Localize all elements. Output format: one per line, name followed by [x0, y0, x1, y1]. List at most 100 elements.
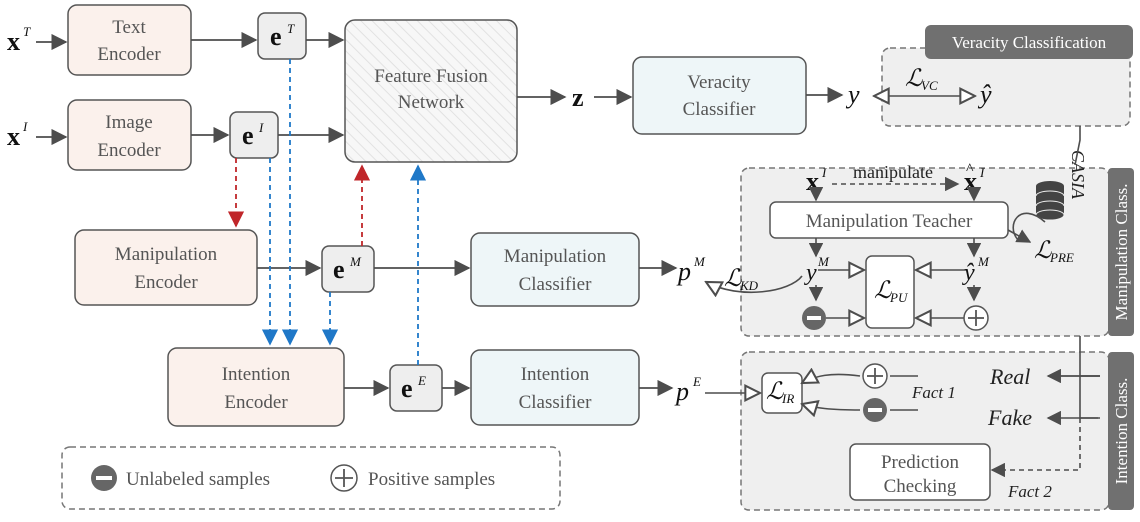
input-image-xI: x I — [7, 119, 28, 151]
loss-ir-block: ℒ IR — [761, 372, 803, 414]
loss-pu-sub: PU — [889, 290, 909, 305]
input-xI-symbol: x — [7, 122, 20, 151]
intention-panel-title: Intention Class. — [1112, 378, 1131, 485]
loss-pu-symbol: ℒ — [874, 278, 892, 304]
feature-fusion-line2: Network — [398, 92, 465, 113]
embedding-eE-box: e E — [389, 364, 443, 412]
p-m-symbol: p — [676, 257, 691, 286]
manip-xhat-sup: I — [979, 165, 985, 180]
input-xI-sup: I — [22, 119, 28, 134]
manipulation-encoder-block: Manipulation Encoder — [74, 229, 258, 306]
loss-pre-sub: PRE — [1049, 250, 1074, 265]
manipulation-panel-title: Manipulation Class. — [1112, 184, 1131, 321]
veracity-panel-title: Veracity Classification — [952, 33, 1107, 52]
prediction-checking-block: Prediction Checking — [849, 443, 991, 501]
p-e-sup: E — [692, 374, 701, 389]
intention-panel: Intention Class. — [740, 351, 1134, 511]
manipulation-teacher-label: Manipulation Teacher — [806, 211, 973, 232]
veracity-panel: Veracity Classification — [881, 25, 1133, 127]
loss-pre-symbol: ℒ — [1034, 238, 1052, 264]
manip-xI-sup: I — [821, 165, 827, 180]
loss-ir-sub: IR — [781, 391, 794, 406]
embedding-eI-box: e I — [229, 111, 279, 159]
positive-icon-real — [862, 363, 888, 389]
manipulation-encoder-line1: Manipulation — [115, 244, 218, 265]
manipulation-classifier-block: Manipulation Classifier — [470, 232, 640, 307]
y-m-sup: M — [817, 254, 830, 269]
p-e-label: p E — [674, 374, 701, 406]
y-hat-symbol: ŷ — [977, 80, 992, 109]
intention-panel-arrows — [802, 336, 1100, 478]
y-hat-m-label: ŷ M — [962, 254, 990, 286]
legend-positive-icon — [330, 464, 358, 492]
manip-xI-symbol: x — [806, 167, 819, 196]
unlabeled-icon — [802, 306, 826, 330]
loss-kd-sub: KD — [739, 278, 759, 293]
veracity-classifier-line1: Veracity — [687, 72, 751, 93]
intention-classifier-line1: Intention — [521, 364, 590, 385]
y-m-label: y M — [804, 254, 830, 286]
input-xT-symbol: x — [7, 27, 20, 56]
embedding-eI-symbol: e — [242, 121, 254, 150]
legend-unlabeled-label: Unlabeled samples — [126, 469, 270, 490]
real-label: Real — [989, 364, 1030, 389]
p-e-symbol: p — [674, 377, 689, 406]
input-xT-sup: T — [23, 24, 31, 39]
fact2-label: Fact 2 — [1007, 482, 1052, 501]
embedding-eT-symbol: e — [270, 22, 282, 51]
fused-z-symbol: z — [572, 83, 584, 112]
y-hat-m-sup: M — [977, 254, 990, 269]
loss-ir-symbol: ℒ — [766, 379, 784, 405]
veracity-classifier-block: Veracity Classifier — [632, 56, 807, 135]
loss-vc-sub: VC — [921, 78, 938, 93]
feature-fusion-line1: Feature Fusion — [374, 66, 488, 87]
intention-classifier-line2: Classifier — [519, 392, 592, 413]
y-symbol: y — [845, 80, 860, 109]
p-m-sup: M — [693, 254, 706, 269]
y-m-symbol: y — [804, 260, 817, 286]
veracity-classifier-line2: Classifier — [683, 99, 756, 120]
intention-encoder-line2: Encoder — [224, 392, 288, 413]
p-m-label: p M — [676, 254, 706, 286]
loss-vc: ℒ VC — [905, 66, 938, 93]
embedding-eE-sup: E — [417, 373, 426, 388]
manipulate-label: manipulate — [853, 162, 933, 182]
text-encoder-line1: Text — [112, 17, 146, 38]
manip-xhat-caret: ^ — [966, 161, 974, 178]
fake-label: Fake — [987, 405, 1032, 430]
loss-kd-symbol: ℒ — [724, 266, 742, 292]
embedding-eI-sup: I — [258, 120, 264, 135]
positive-icon — [963, 305, 989, 331]
embedding-eM-box: e M — [321, 245, 375, 293]
fact1-label: Fact 1 — [911, 383, 956, 402]
database-icon — [1035, 181, 1065, 221]
intention-encoder-line1: Intention — [222, 364, 291, 385]
prediction-checking-line2: Checking — [884, 476, 957, 497]
loss-pu-block: ℒ PU — [865, 255, 915, 329]
intention-classifier-block: Intention Classifier — [470, 349, 640, 426]
casia-dataset: CASIA — [1035, 150, 1088, 221]
unlabeled-icon-fake — [863, 398, 887, 422]
embedding-eM-sup: M — [349, 254, 362, 269]
feature-fusion-block: Feature Fusion Network — [344, 19, 518, 163]
text-encoder-block: Text Encoder — [67, 4, 192, 76]
y-hat-m-symbol: ŷ — [962, 260, 975, 286]
embedding-eT-box: e T — [257, 12, 307, 60]
loss-vc-symbol: ℒ — [905, 66, 923, 92]
image-encoder-line2: Encoder — [97, 140, 161, 161]
embedding-eE-symbol: e — [401, 374, 413, 403]
manipulation-classifier-line2: Classifier — [519, 274, 592, 295]
legend: Unlabeled samples Positive samples — [61, 446, 561, 510]
prediction-checking-line1: Prediction — [881, 452, 960, 473]
manipulation-teacher-block: Manipulation Teacher — [769, 201, 1009, 239]
lkd-arrow — [706, 275, 803, 292]
image-encoder-block: Image Encoder — [67, 99, 192, 171]
manipulation-classifier-line1: Manipulation — [504, 246, 607, 267]
text-encoder-line2: Encoder — [97, 44, 161, 65]
manip-panel-arrows — [808, 126, 1081, 318]
red-dashed-arrows — [227, 158, 371, 246]
intention-encoder-block: Intention Encoder — [167, 347, 345, 427]
loss-kd: ℒ KD — [724, 266, 759, 293]
input-text-xT: x T — [7, 24, 31, 56]
